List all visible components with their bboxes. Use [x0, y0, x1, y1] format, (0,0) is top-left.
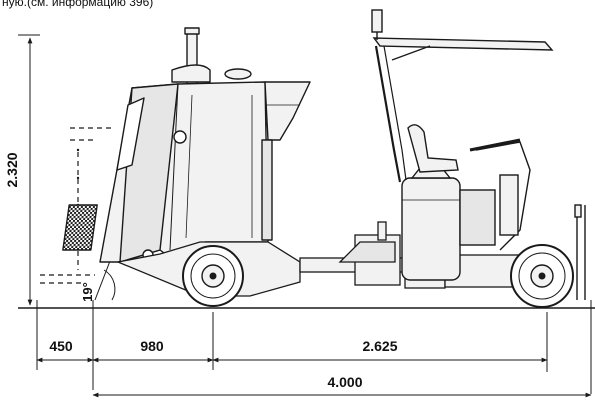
dimension-lines [18, 34, 592, 398]
front-to-axle-label: 980 [140, 338, 164, 354]
wheelbase-label: 2.625 [362, 338, 397, 354]
steering-wheel [469, 138, 521, 152]
roof-canopy [372, 37, 554, 51]
machine-body [62, 27, 311, 263]
front-wheel [182, 245, 244, 307]
rear-wheel [510, 244, 574, 308]
water-tank [401, 167, 461, 281]
figure-caption: ную.(см. информацию 396) [2, 0, 154, 9]
height-dimension-label: 2.320 [4, 152, 20, 187]
total-length-label: 4.000 [327, 374, 362, 390]
front-overhang-label: 450 [49, 338, 73, 354]
hopper [264, 81, 311, 141]
operator-seat [407, 124, 459, 173]
beacon-light [371, 9, 383, 33]
approach-angle-label: 19° [80, 282, 95, 302]
front-grille [62, 204, 98, 251]
operator-station [371, 9, 586, 300]
